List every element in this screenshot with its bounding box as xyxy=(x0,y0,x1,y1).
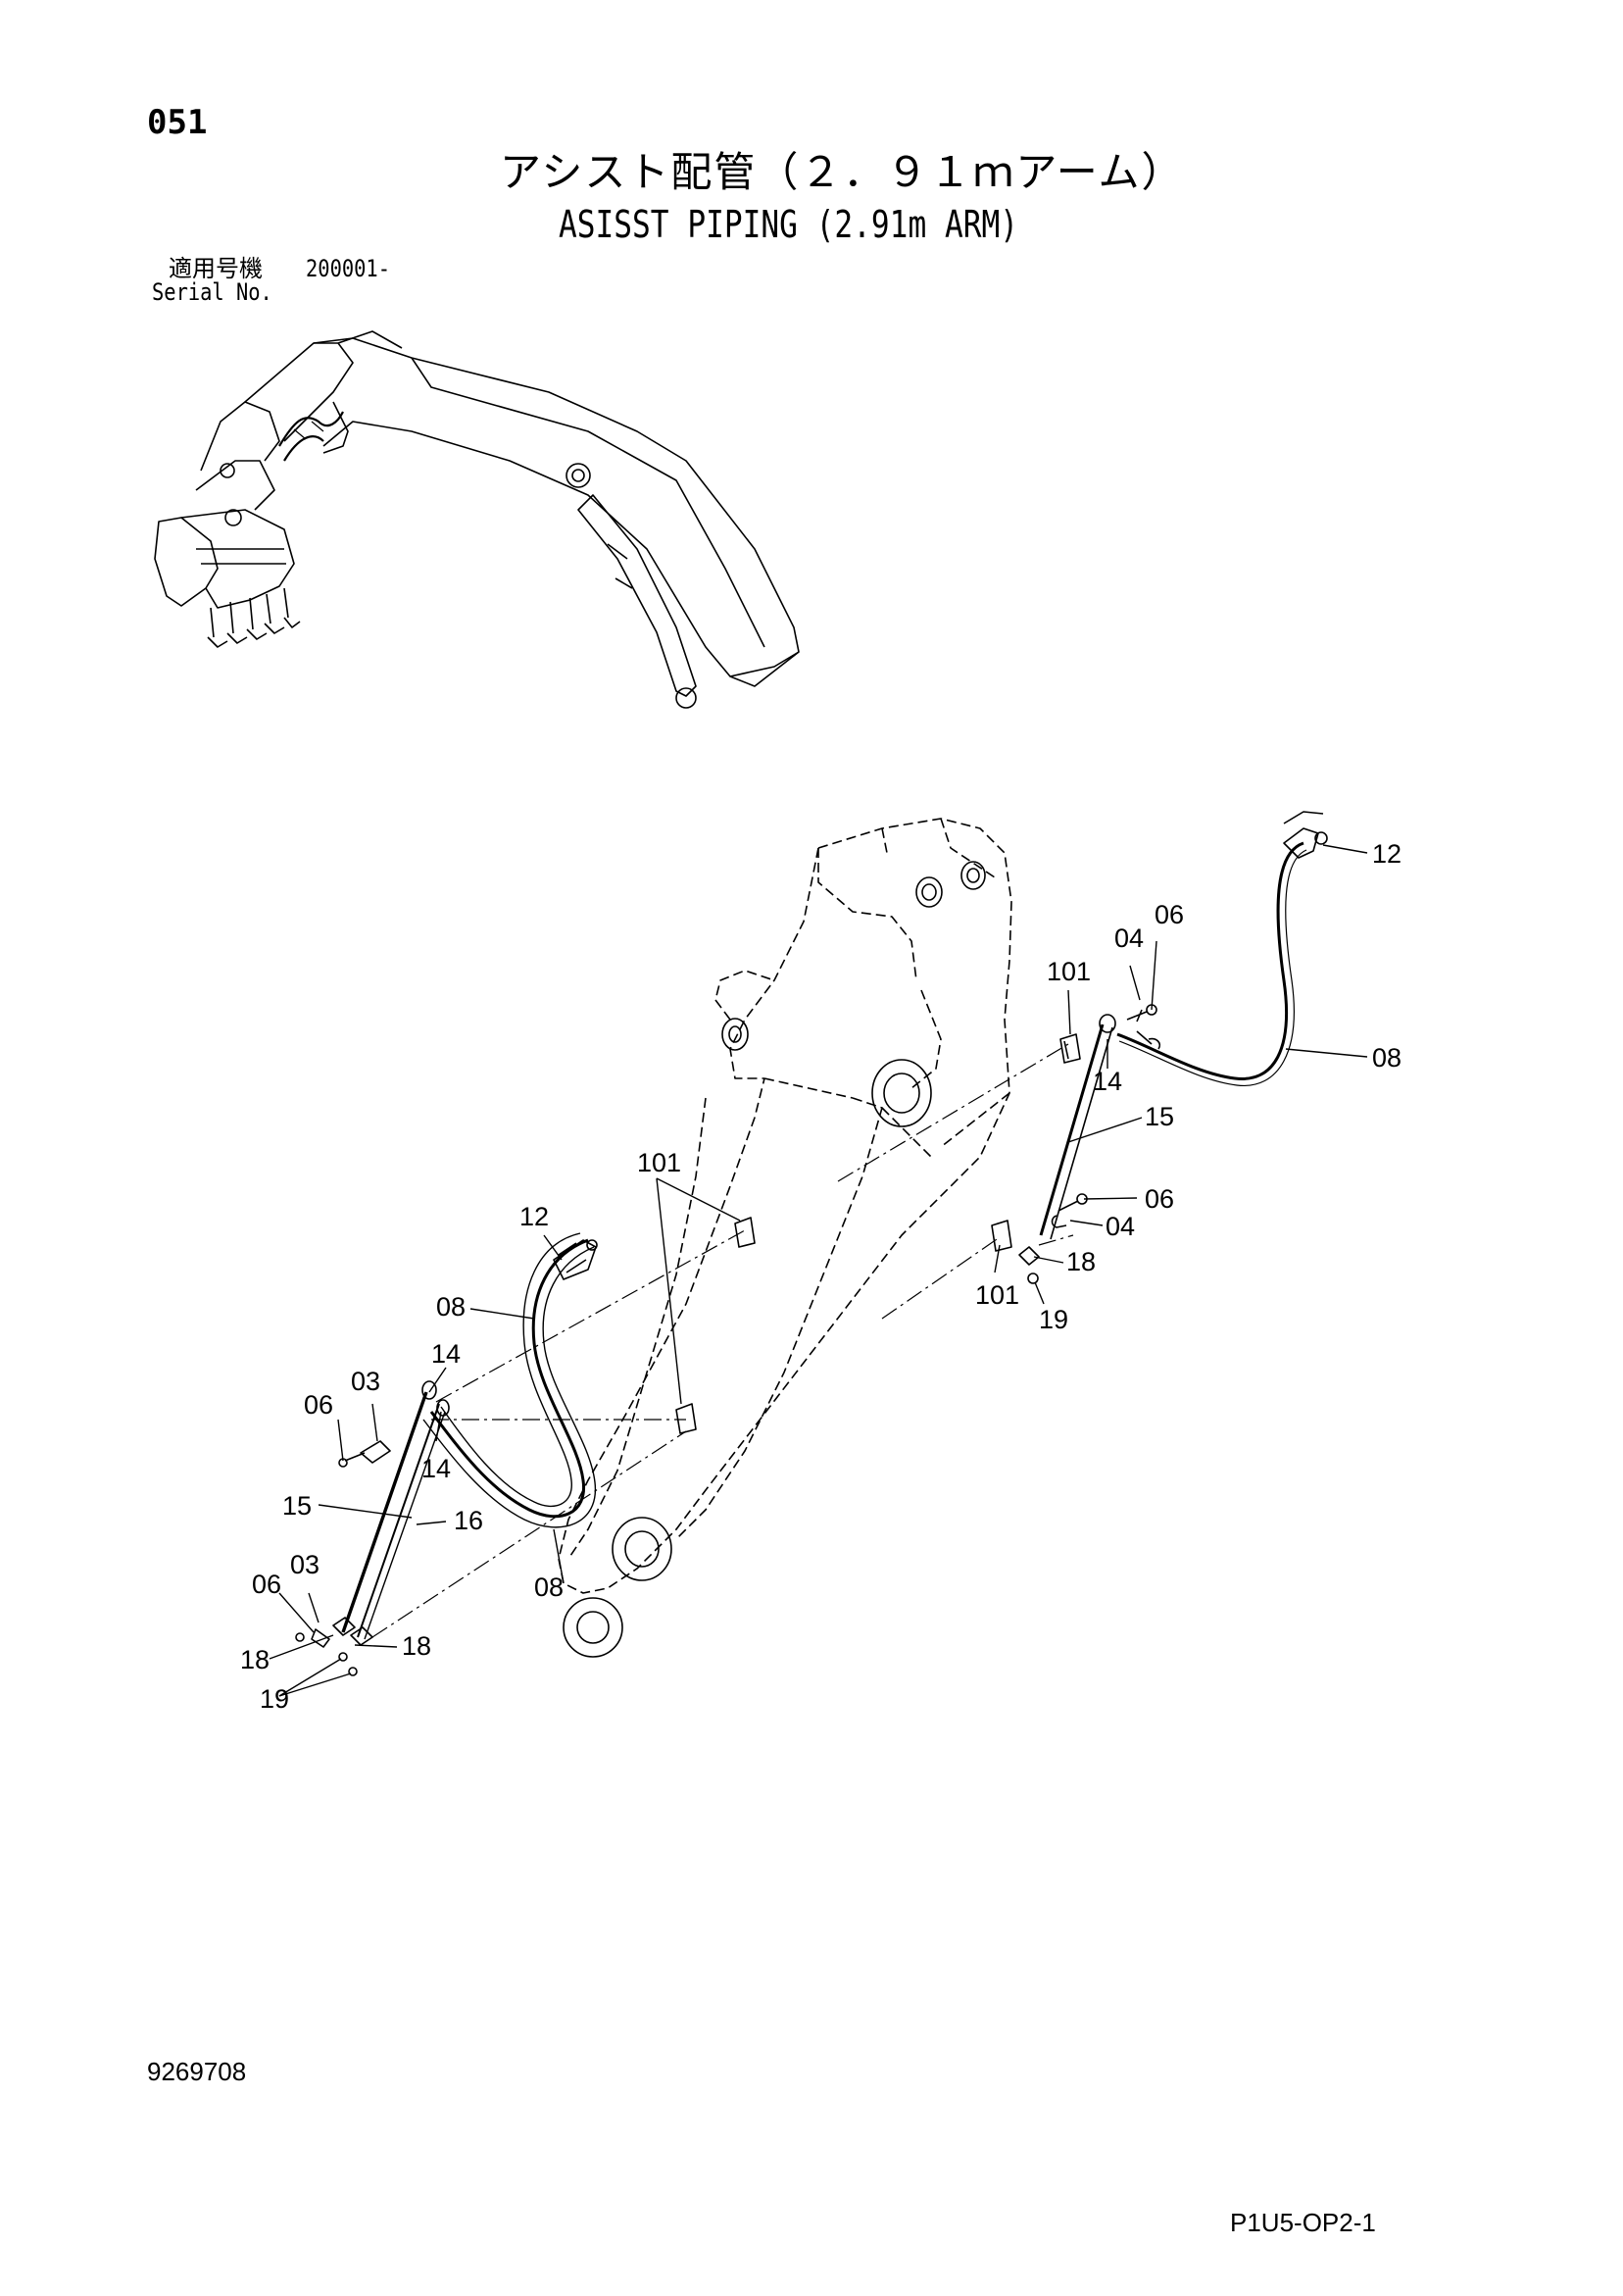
callout-12-left: 12 xyxy=(519,1202,549,1231)
callout-101-center: 101 xyxy=(637,1148,681,1177)
serial-label-japanese: 適用号機 xyxy=(169,255,263,282)
serial-label-english: Serial No. xyxy=(152,278,272,306)
callout-15-right: 15 xyxy=(1145,1102,1174,1131)
callout-labels: 12 06 04 101 08 14 15 06 04 18 101 19 10… xyxy=(240,839,1402,1714)
callout-12-top: 12 xyxy=(1372,839,1402,869)
callout-08-left-bottom: 08 xyxy=(534,1572,564,1602)
callout-14-left-top: 14 xyxy=(431,1339,461,1369)
callout-101-top: 101 xyxy=(1047,957,1091,986)
callout-04-top: 04 xyxy=(1114,923,1144,953)
callout-04-mid: 04 xyxy=(1106,1212,1135,1241)
right-hose-assembly xyxy=(991,811,1328,1284)
callout-08-left: 08 xyxy=(436,1292,466,1322)
assembly-lines xyxy=(371,1043,1074,1638)
callout-16-left: 16 xyxy=(454,1506,483,1535)
callout-08-right: 08 xyxy=(1372,1043,1402,1073)
callout-03-left-bottom: 03 xyxy=(290,1550,320,1579)
callout-18-right: 18 xyxy=(1066,1247,1096,1276)
callout-18-left: 18 xyxy=(240,1645,270,1674)
callout-06-mid: 06 xyxy=(1145,1184,1174,1214)
overview-excavator-illustration xyxy=(154,330,800,709)
callout-19-right: 19 xyxy=(1039,1305,1068,1334)
callout-14-left-mid: 14 xyxy=(421,1454,451,1483)
callout-03-left-top: 03 xyxy=(351,1367,380,1396)
callout-19-left: 19 xyxy=(260,1684,289,1714)
callout-15-left: 15 xyxy=(282,1491,312,1521)
left-hose-assembly xyxy=(295,1217,756,1676)
serial-value: 200001- xyxy=(306,255,390,282)
document-number: 9269708 xyxy=(147,2057,247,2086)
callout-14-right: 14 xyxy=(1093,1067,1122,1096)
leader-lines xyxy=(269,844,1368,1697)
callout-06-top: 06 xyxy=(1155,900,1184,929)
title-english: ASISST PIPING (2.91m ARM) xyxy=(559,203,1019,246)
callout-06-left-top: 06 xyxy=(304,1390,333,1420)
callout-06-left-bottom: 06 xyxy=(252,1570,281,1599)
page-number: 051 xyxy=(147,103,208,142)
arm-outline xyxy=(558,818,1012,1594)
sheet-code: P1U5-OP2-1 xyxy=(1230,2208,1376,2237)
callout-101-right: 101 xyxy=(975,1280,1019,1310)
title-japanese: アシスト配管（２．９１ｍアーム） xyxy=(500,148,1185,196)
arm-holes xyxy=(563,861,986,1658)
callout-18-left-right: 18 xyxy=(402,1631,431,1661)
